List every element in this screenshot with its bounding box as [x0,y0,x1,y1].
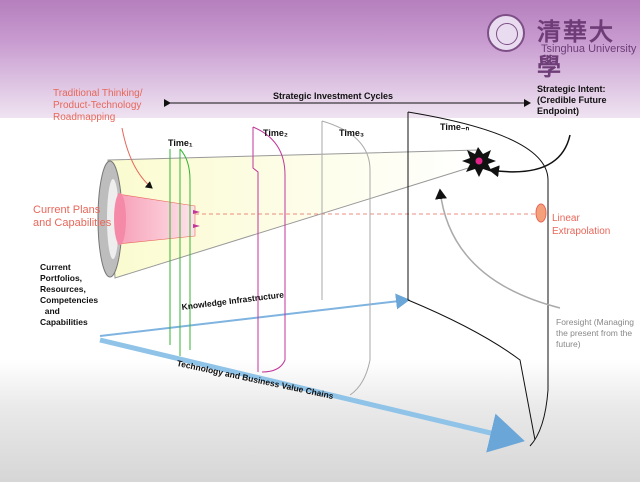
strategic-investment-cycles-label: Strategic Investment Cycles [273,91,394,101]
value-chain-arrow [99,337,525,453]
logo-english-name: Tsinghua University [541,43,637,55]
time2-label: Time₂ [263,128,288,138]
background-photo [0,360,640,482]
extrapolation-point [535,203,547,223]
header-banner [0,0,640,118]
timen-label: Time₋ₙ [440,122,470,132]
tsinghua-logo: 清華大學 Tsinghua University [487,12,637,81]
strategic-intent-label: Strategic Intent: (Credible Future Endpo… [537,84,607,116]
time1-plane [169,148,191,356]
time1-label: Time₁ [168,138,193,148]
time3-plane [321,120,371,396]
linear-extrapolation-label: Linear Extrapolation [552,213,611,237]
logo-chinese-name: 清華大學 [537,17,615,81]
traditional-thinking-label: Traditional Thinking/ Product-Technology… [53,88,143,123]
foresight-label: Foresight (Managing the present from the… [556,317,634,349]
time3-label: Time₃ [339,128,365,138]
current-plans-label: Current Plans and Capabilities [33,204,112,229]
timen-plane [407,111,549,447]
traditional-thinking-arrow [121,127,153,189]
current-portfolios-label: Current Portfolios, Resources, Competenc… [40,262,99,327]
university-seal-icon [487,14,525,52]
foresight-arrow [435,188,561,309]
time2-plane [252,126,286,373]
knowledge-infrastructure-arrow [99,293,410,337]
